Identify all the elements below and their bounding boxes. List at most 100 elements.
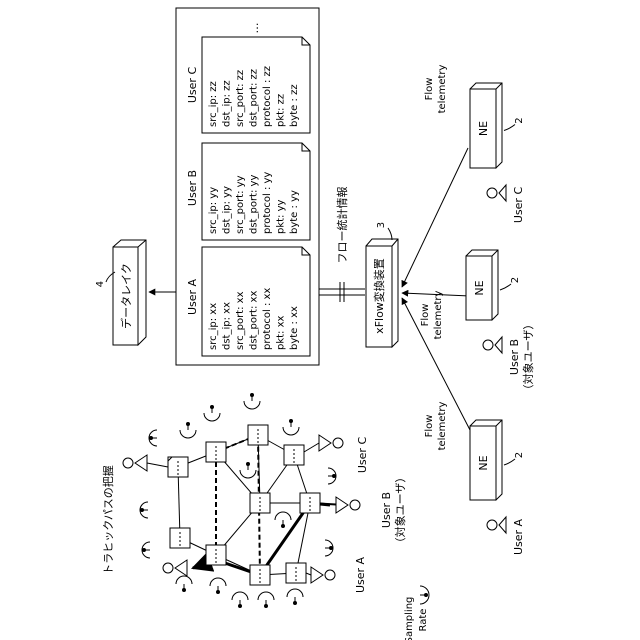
ne-label: NE (477, 121, 490, 136)
router-node (170, 528, 190, 548)
ne-user-label: User C (512, 187, 525, 224)
gauge-icon (287, 589, 303, 605)
gauge-icon (232, 592, 248, 608)
router-node (250, 493, 270, 513)
gauge-icon (142, 542, 150, 558)
left-user-b-sublabel: （対象ユーザ） (393, 472, 407, 549)
router-node (206, 442, 226, 462)
flow-record-card: User A src_ip: xxdst_ip: xxsrc_port: xxds… (186, 247, 310, 356)
ne-user-label: User B (508, 339, 521, 375)
user-icon (487, 185, 506, 201)
router-node (250, 565, 270, 585)
network-diagram: トラヒックパスの把握 User C User B （対象ユーザ） User A … (101, 394, 429, 640)
flow-record-card: User B src_ip: yydst_ip: yysrc_port: yyds… (186, 143, 310, 240)
ne-ref: 2 (510, 277, 521, 283)
sampling-rate-label-line1: Sampling (404, 597, 415, 640)
flow-telemetry-label: Flow (420, 304, 431, 327)
card-field: byte : yy (289, 190, 300, 234)
flow-stats-link (319, 282, 365, 302)
gauge-icon (240, 463, 256, 479)
card-field: src_port: yy (235, 175, 246, 234)
network-element: NE 2 FlowtelemetryUser C (424, 65, 525, 224)
network-element: NE 2 FlowtelemetryUser A (424, 402, 525, 556)
router-node (168, 457, 188, 477)
datalake-ref: 4 (95, 281, 106, 287)
user-icon (311, 567, 335, 583)
card-field: src_port: xx (235, 291, 246, 350)
sampling-rate-label-line2: Rate (418, 609, 429, 632)
card-field: src_port: zz (235, 70, 246, 127)
card-field: dst_port: yy (249, 175, 260, 234)
ne-ref: 2 (514, 117, 525, 123)
datalake-node: データレイク 4 (95, 240, 146, 345)
router-node (284, 445, 304, 465)
card-field: dst_ip: xx (222, 302, 233, 350)
ellipsis: … (248, 23, 261, 34)
gauge-icon (149, 430, 157, 446)
ne-label: NE (473, 280, 486, 295)
sampling-rate-legend-icon (420, 586, 429, 604)
network-title: トラヒックパスの把握 (101, 465, 115, 574)
ne-user-label: User A (512, 518, 525, 555)
gauge-icon (283, 420, 299, 436)
card-field: pkt: zz (276, 94, 287, 127)
flow-record-cards: User Asrc_ip: xxdst_ip: xxsrc_port: xxds… (186, 37, 310, 356)
flow-telemetry-label: telemetry (433, 291, 444, 340)
gauge-icon (180, 423, 196, 439)
ne-ref: 2 (514, 452, 525, 458)
user-icon (483, 337, 502, 353)
card-field: src_ip: yy (208, 187, 219, 234)
flow-stats-label: フロー統計情報 (335, 187, 349, 264)
gauge-icon (140, 502, 148, 518)
card-user-label: User A (186, 278, 199, 315)
user-icon (123, 455, 147, 471)
ne-user-sublabel: （対象ユーザ） (521, 319, 535, 396)
network-element: NE 2FlowtelemetryUser B（対象ユーザ） (420, 250, 535, 395)
user-icon (319, 435, 343, 451)
card-field: byte : zz (289, 84, 300, 127)
flow-record-card: User C src_ip: zzdst_ip: zzsrc_port: zzds… (186, 37, 310, 133)
card-field: pkt: xx (276, 315, 287, 350)
gauge-icon (328, 468, 336, 484)
card-field: dst_ip: yy (222, 186, 233, 234)
gauge-icon (204, 406, 220, 422)
card-field: src_ip: xx (208, 303, 219, 350)
user-icon (336, 497, 360, 513)
card-field: src_ip: zz (208, 81, 219, 127)
flow-telemetry-label: Flow (424, 78, 435, 101)
gauge-icon (244, 394, 260, 410)
left-user-c-label: User C (356, 437, 369, 474)
ne-label: NE (477, 455, 490, 470)
router-node (286, 563, 306, 583)
card-user-label: User B (186, 170, 199, 206)
flow-telemetry-label: telemetry (437, 402, 448, 451)
card-field: pkt: yy (276, 199, 287, 234)
card-user-label: User C (186, 67, 199, 104)
gauge-icon (258, 592, 274, 608)
gauge-icon (210, 578, 226, 594)
card-field: protocol : zz (262, 66, 273, 127)
router-node (300, 493, 320, 513)
gauge-icon (325, 540, 333, 556)
left-user-b-label: User B (380, 492, 393, 528)
user-icon (487, 517, 506, 533)
router-node (206, 545, 226, 565)
router-nodes (168, 425, 320, 585)
card-field: dst_port: zz (249, 69, 260, 127)
telemetry-arrows (402, 148, 470, 430)
xflow-converter-label: xFlow変換装置 (372, 258, 386, 334)
gauge-icon (176, 576, 192, 592)
card-field: dst_port: xx (249, 291, 260, 350)
left-user-a-label: User A (354, 556, 367, 593)
xflow-converter-node: xFlow変換装置 3 (366, 222, 398, 347)
card-field: dst_ip: zz (222, 80, 233, 127)
datalake-label: データレイク (119, 263, 133, 329)
flow-telemetry-label: telemetry (437, 65, 448, 114)
card-field: protocol : yy (262, 172, 273, 234)
gauge-icon (275, 512, 291, 528)
flow-telemetry-label: Flow (424, 415, 435, 438)
card-field: protocol : xx (262, 288, 273, 350)
network-elements: NE2FlowtelemetryUser ANE2FlowtelemetryUs… (420, 65, 535, 556)
router-node (248, 425, 268, 445)
